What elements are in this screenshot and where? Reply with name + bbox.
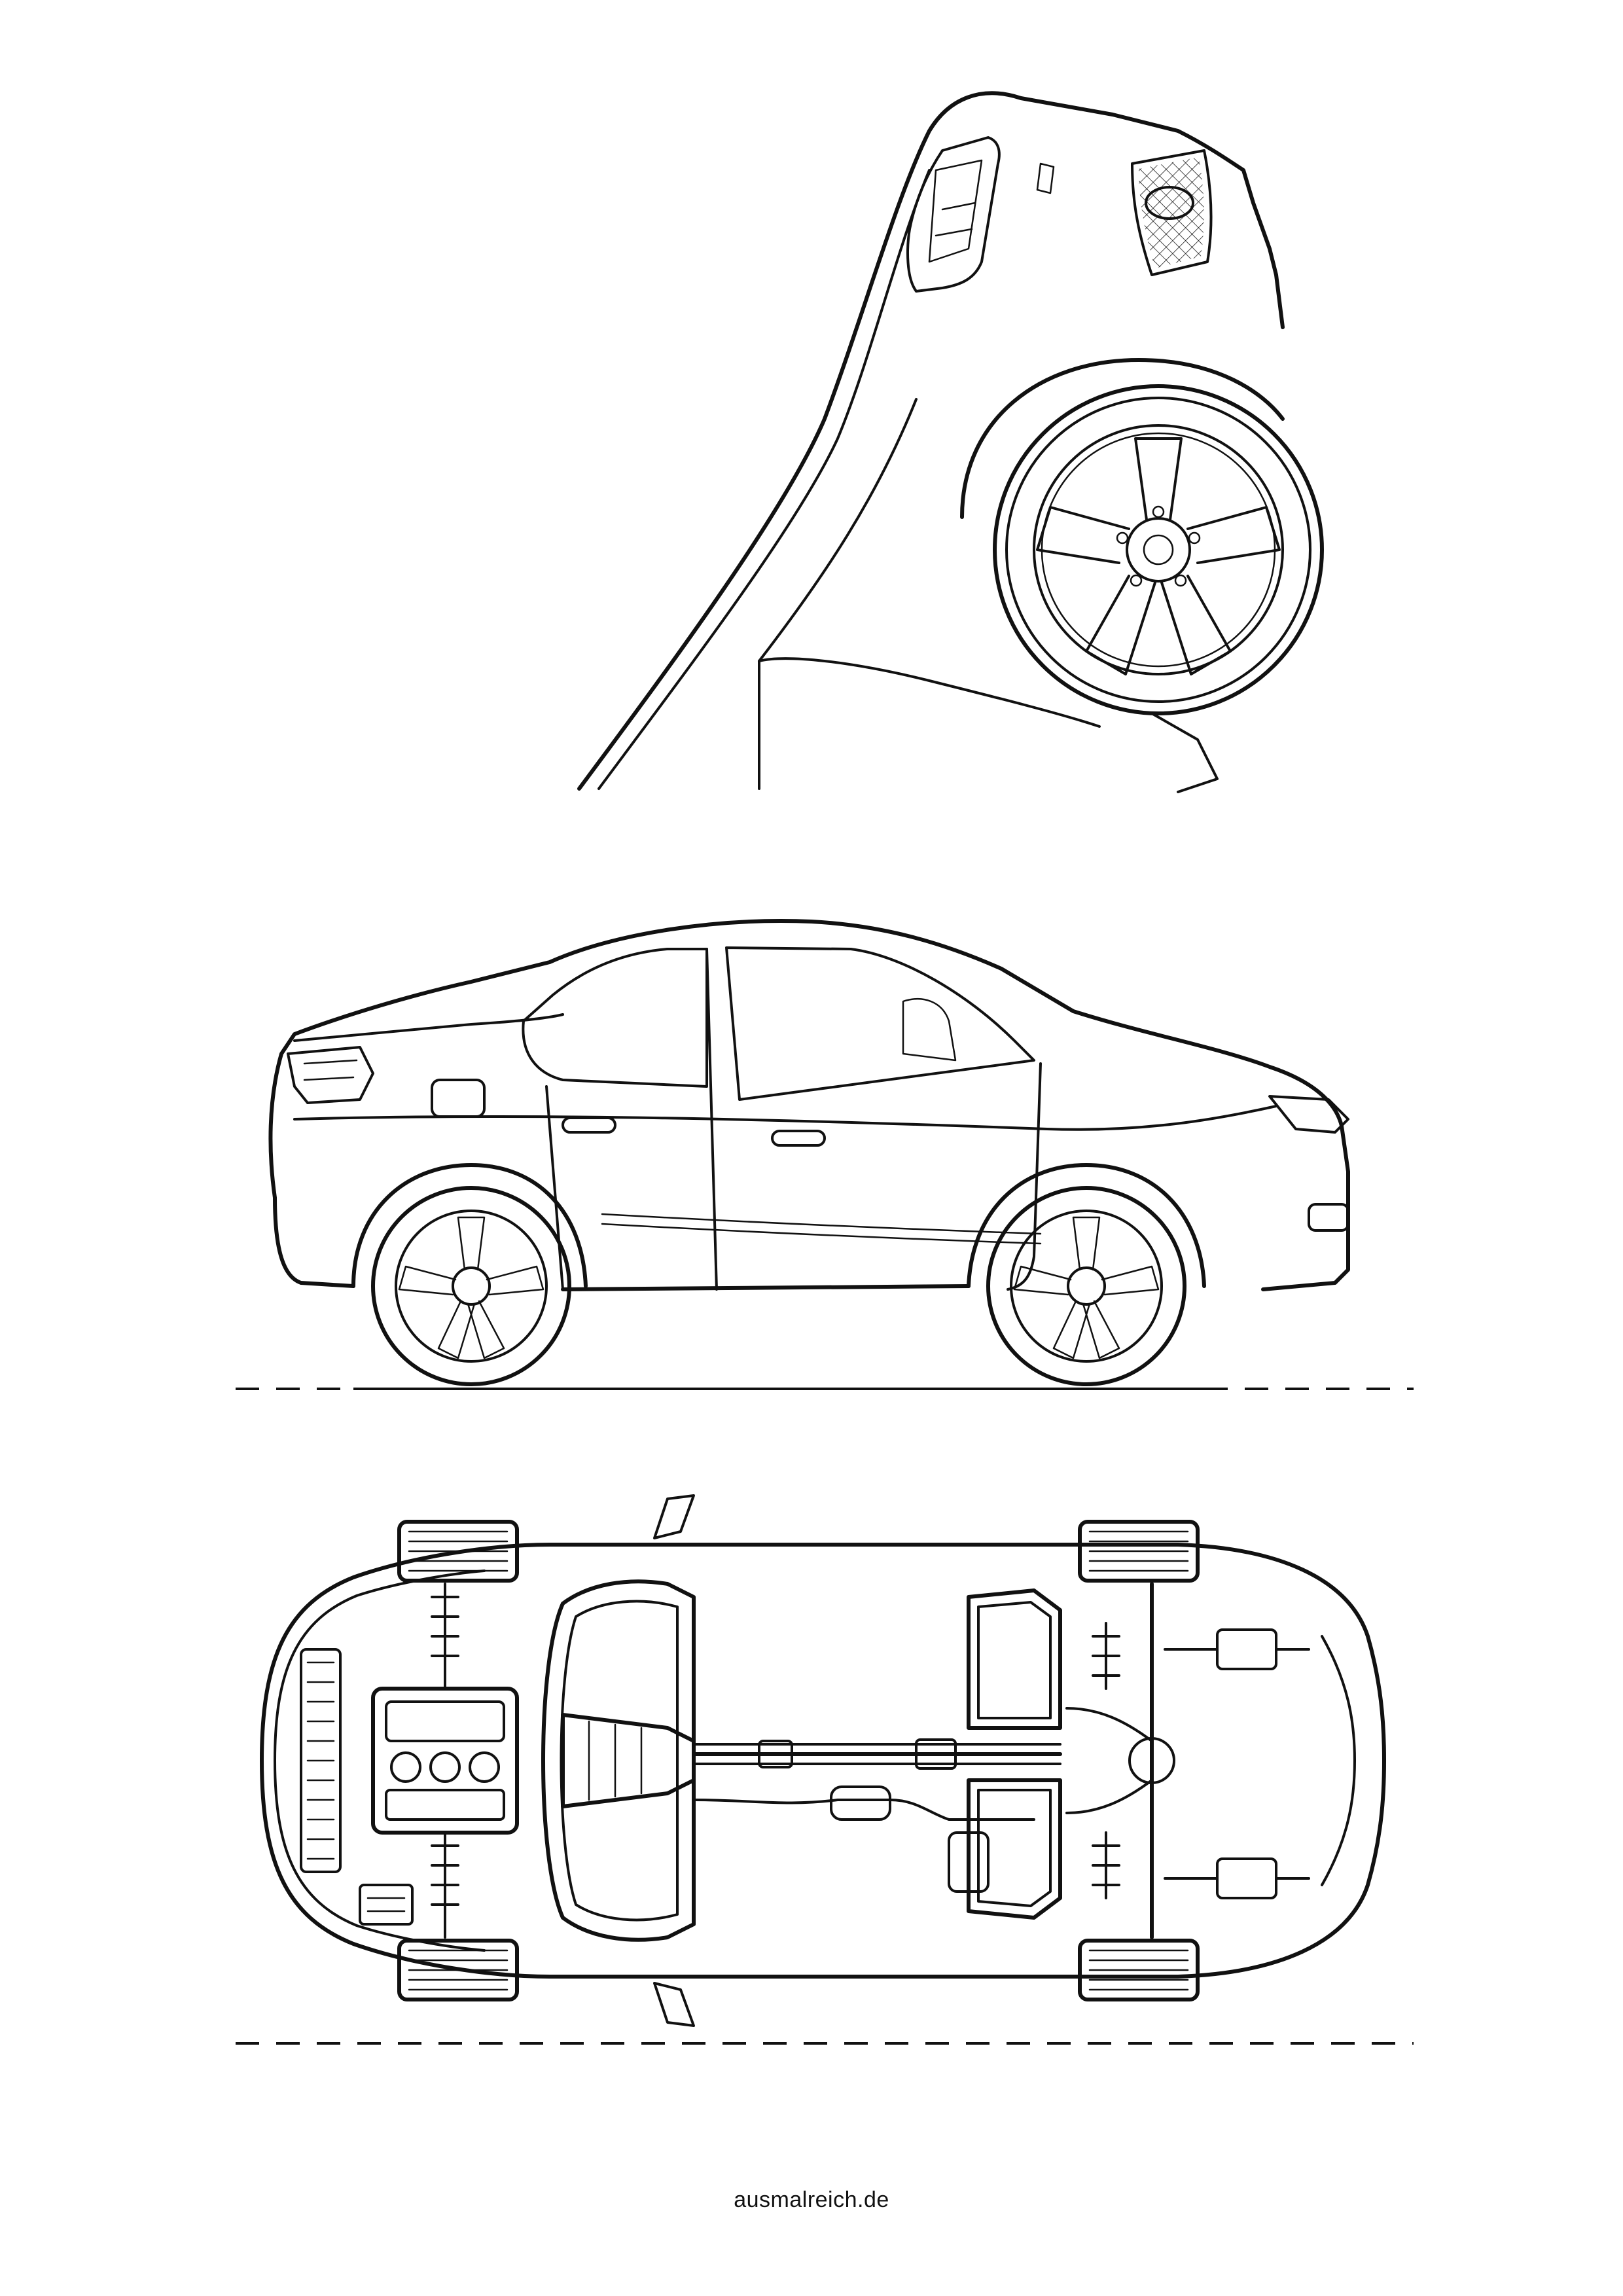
- rear-wheel-icon: [371, 1186, 571, 1386]
- engine-icon: [371, 1687, 519, 1835]
- rear-left-spring-icon: [1092, 1622, 1120, 1690]
- front-right-strut-icon: [431, 1831, 459, 1939]
- rear-light-icon: [287, 1046, 374, 1104]
- rim-icon: [1036, 437, 1281, 675]
- side-mirror-icon: [902, 998, 957, 1062]
- underbody-svg: [236, 1494, 1414, 2045]
- rear-quarter-svg: [577, 91, 1324, 793]
- rear-left-muffler-icon: [1216, 1628, 1277, 1670]
- front-right-tire-icon: [397, 1939, 519, 2001]
- front-left-tire-icon: [397, 1520, 519, 1583]
- front-door-handle-icon: [771, 1130, 826, 1147]
- side-view-svg: [236, 919, 1414, 1390]
- fuel-cap-icon: [431, 1079, 486, 1118]
- underbody-drawing: [196, 1492, 1427, 2049]
- left-mirror-icon: [653, 1494, 695, 1539]
- rear-door-handle-icon: [562, 1117, 616, 1134]
- headlight-icon: [1268, 1095, 1349, 1134]
- fuel-tank-icon: [967, 1588, 1062, 1730]
- radiator-icon: [300, 1648, 342, 1873]
- front-left-strut-icon: [431, 1583, 459, 1690]
- right-mirror-icon: [653, 1982, 695, 2027]
- footer-credit: ausmalreich.de: [734, 2187, 889, 2212]
- exhaust-tip-icon: [1145, 186, 1194, 220]
- rear-right-muffler-icon: [1216, 1857, 1277, 1899]
- side-view-drawing: [196, 903, 1427, 1394]
- rear-window-icon: [522, 948, 708, 1088]
- rear-right-tire-icon: [1078, 1939, 1200, 2001]
- rear-right-spring-icon: [1092, 1831, 1120, 1899]
- tail-light-icon: [906, 136, 1001, 293]
- tire-icon: [993, 384, 1324, 715]
- battery-icon: [359, 1884, 414, 1926]
- front-window-icon: [725, 946, 1035, 1101]
- front-wheel-icon: [986, 1186, 1186, 1386]
- gearbox-icon: [561, 1713, 696, 1808]
- differential-icon: [1128, 1737, 1175, 1784]
- fog-light-icon: [1308, 1203, 1349, 1232]
- rear-left-tire-icon: [1078, 1520, 1200, 1583]
- catalytic-converter-icon: [830, 1785, 891, 1821]
- rear-quarter-drawing: [0, 52, 1623, 805]
